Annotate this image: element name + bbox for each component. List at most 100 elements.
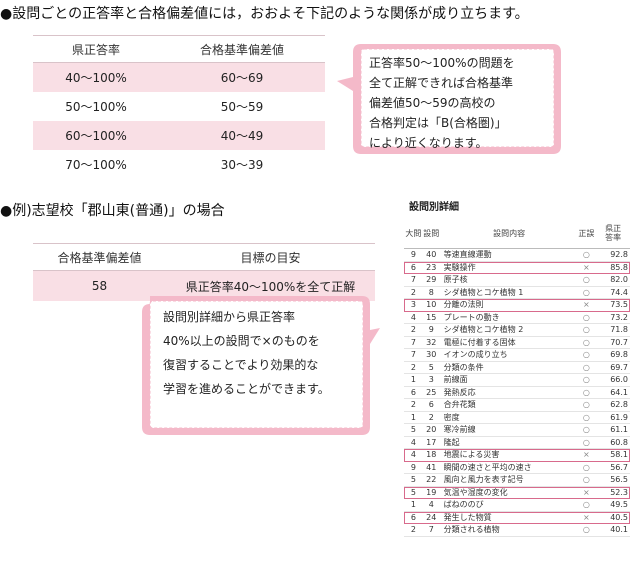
callout-text: 設問別詳細から県正答率 40%以上の設問で×のものを 復習することでより効果的な…: [163, 305, 363, 401]
cell-rate: 73.2: [610, 312, 628, 322]
cell-question: 6: [428, 400, 434, 410]
cell-rate: 56.7: [610, 462, 628, 472]
cell-content: 分離の法則: [443, 300, 484, 310]
detail-table-header: 大問 設問 設問内容 正誤 県正答率: [404, 218, 630, 249]
cell-deviation: 60～69: [220, 71, 264, 85]
cell-correctness: ○: [582, 312, 590, 322]
cell-correctness: ○: [582, 337, 590, 347]
cell-rate: 69.8: [610, 350, 628, 360]
cell-question: 23: [426, 262, 437, 272]
cell-rate: 49.5: [610, 500, 628, 510]
cell-major-question: 1: [410, 375, 416, 385]
cell-question: 32: [426, 337, 437, 347]
cell-major-question: 6: [410, 512, 416, 522]
cell-content: 発熱反応: [443, 387, 476, 397]
cell-major-question: 2: [410, 400, 416, 410]
cell-rate: 60.8: [610, 437, 628, 447]
cell-rate: 52.3: [610, 487, 628, 497]
cell-correctness: ○: [582, 412, 590, 422]
cell-question: 17: [426, 437, 437, 447]
cell-major-question: 9: [410, 462, 416, 472]
cell-rate: 82.0: [610, 275, 628, 285]
cell-rate: 56.5: [610, 475, 628, 485]
cell-content: 気温や湿度の変化: [443, 487, 508, 497]
cell-question: 7: [428, 525, 434, 535]
cell-content: 隆起: [443, 437, 460, 447]
callout-line: により近くなります。: [369, 136, 488, 150]
accuracy-deviation-table: 県正答率 合格基準偏差値 40～100% 60～69 50～100% 50～59…: [33, 35, 325, 179]
header-target: 目標の目安: [240, 250, 301, 265]
cell-content: 寒冷前線: [443, 425, 476, 435]
cell-major-question: 3: [410, 300, 416, 310]
cell-rate: 62.8: [610, 400, 628, 410]
cell-question: 29: [426, 275, 437, 285]
cell-major-question: 4: [410, 437, 416, 447]
callout-line: 復習することでより効果的な: [163, 358, 319, 372]
cell-correctness: ○: [582, 250, 590, 260]
header-major-question: 大問: [405, 228, 422, 238]
cell-content: イオンの成り立ち: [443, 350, 508, 360]
cell-content: 地震による災害: [443, 450, 500, 460]
cell-rate: 73.5: [610, 300, 628, 310]
cell-rate: 58.1: [610, 450, 628, 460]
callout-text: 正答率50～100%の問題を 全て正解できれば合格基準 偏差値50～59の高校の…: [369, 53, 549, 153]
cell-question: 8: [428, 287, 434, 297]
cell-rate: 40.1: [610, 525, 628, 535]
cell-major-question: 2: [410, 287, 416, 297]
cell-rate: 71.8: [610, 325, 628, 335]
cell-content: 電極に付着する固体: [443, 337, 516, 347]
header-rate-line2: 答率: [605, 233, 622, 242]
cell-question: 20: [426, 425, 437, 435]
cell-rate: 92.8: [610, 250, 628, 260]
cell-content: 分類の条件: [443, 362, 484, 372]
cell-question: 4: [428, 500, 434, 510]
table-row: 4 17 隆起 ○ 60.8: [404, 437, 630, 449]
header-rate-line1: 県正: [605, 224, 622, 233]
cell-content: ばねののび: [443, 500, 484, 510]
cell-correctness: ○: [582, 387, 590, 397]
cell-correctness: ○: [582, 525, 590, 535]
cell-content: 等速直線運動: [443, 250, 492, 260]
cell-major-question: 5: [410, 425, 416, 435]
cell-content: 前線面: [443, 375, 468, 385]
cell-correctness: ×: [583, 450, 590, 460]
cell-correctness: ○: [582, 362, 590, 372]
cell-correctness: ×: [583, 262, 590, 272]
cell-question: 15: [426, 312, 437, 322]
cell-question: 30: [426, 350, 437, 360]
cell-deviation: 30～39: [220, 158, 264, 172]
cell-correctness: ○: [582, 400, 590, 410]
cell-deviation: 50～59: [220, 100, 264, 114]
callout-line: 合格判定は「B(合格圏)」: [369, 116, 507, 130]
cell-correctness: ○: [582, 437, 590, 447]
cell-major-question: 1: [410, 412, 416, 422]
heading-relationship: ●設問ごとの正答率と合格偏差値には，おおよそ下記のような関係が成り立ちます。: [0, 6, 529, 22]
cell-question: 3: [428, 375, 434, 385]
cell-accuracy: 40～100%: [65, 71, 127, 85]
callout-bubble-1: 正答率50～100%の問題を 全て正解できれば合格基準 偏差値50～59の高校の…: [335, 40, 567, 158]
cell-rate: 69.7: [610, 362, 628, 372]
cell-content: 分類される植物: [443, 525, 500, 535]
callout-bubble-2: 設問別詳細から県正答率 40%以上の設問で×のものを 復習することでより効果的な…: [140, 292, 380, 437]
cell-rate: 64.1: [610, 387, 628, 397]
cell-major-question: 6: [410, 387, 416, 397]
cell-correctness: ○: [582, 462, 590, 472]
cell-question: 10: [426, 300, 437, 310]
cell-correctness: ○: [582, 287, 590, 297]
header-deviation: 合格基準偏差値: [57, 250, 142, 265]
cell-major-question: 9: [410, 250, 416, 260]
cell-major-question: 2: [410, 325, 416, 335]
